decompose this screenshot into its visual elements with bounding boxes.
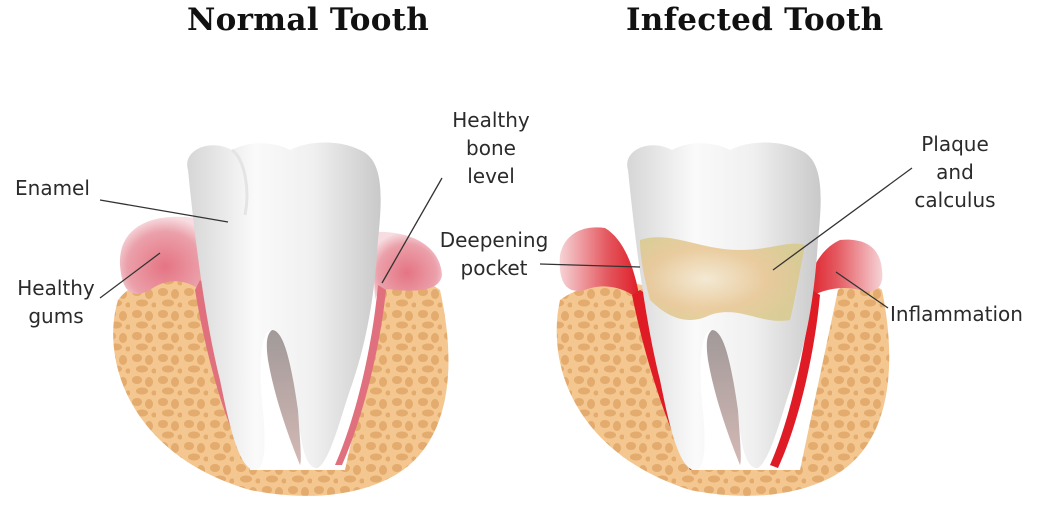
plaque-calculus-deposit [640, 237, 805, 321]
infected-tooth-title: Infected Tooth [626, 2, 884, 38]
normal-tooth [187, 142, 381, 470]
inflamed-gum-right [805, 239, 883, 300]
normal-tooth-title: Normal Tooth [187, 2, 430, 38]
bone-infected [556, 282, 890, 496]
label-healthy-gums: Healthy gums [17, 276, 95, 328]
pocket-leader [539, 263, 641, 268]
bone-level-leader [381, 177, 443, 284]
label-inflammation: Inflammation [890, 302, 1023, 326]
inflammation-leader [835, 271, 889, 309]
healthy-gums-leader [99, 252, 161, 299]
label-enamel: Enamel [15, 176, 90, 200]
enamel-leader [99, 199, 229, 223]
label-deepening-pocket: Deepening pocket [439, 228, 549, 280]
healthy-gum-right [372, 231, 442, 300]
bone-left-normal [113, 278, 449, 496]
plaque-leader [772, 167, 913, 271]
inflamed-gum-left [559, 227, 640, 300]
healthy-gum-left [119, 216, 210, 300]
label-plaque-calculus: Plaque and calculus [914, 132, 996, 212]
infected-tooth-illustration [539, 142, 913, 496]
label-healthy-bone-level: Healthy bone level [452, 108, 530, 188]
normal-tooth-illustration [99, 142, 449, 496]
